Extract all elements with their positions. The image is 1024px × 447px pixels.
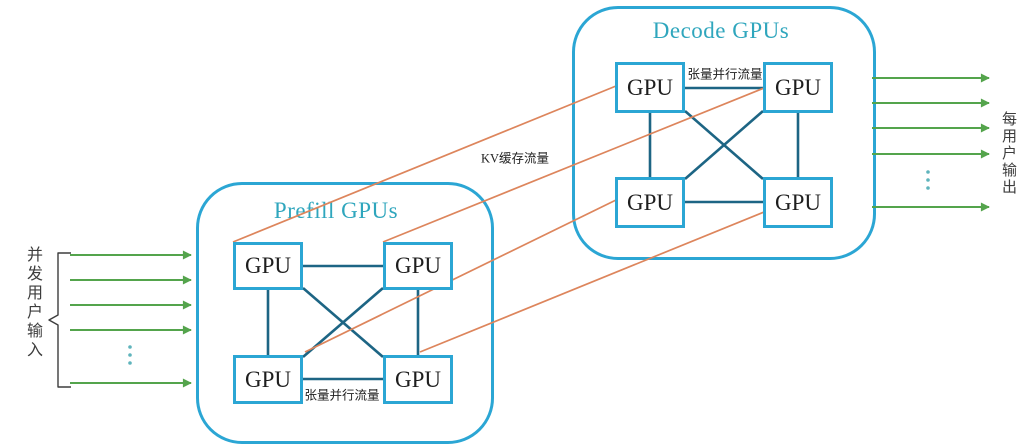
prefill-gpu-top-left: GPU [233, 242, 303, 290]
gpu-label: GPU [774, 189, 821, 215]
decode-cluster-container [572, 6, 876, 260]
gpu-label: GPU [774, 74, 821, 100]
prefill-cluster-title: Prefill GPUs [273, 198, 399, 223]
kv-cache-traffic-lines [232, 85, 765, 353]
gpu-label: GPU [394, 253, 441, 278]
decode-tensor-parallel-label: 张量并行流量 [687, 67, 763, 82]
input-arrows [70, 250, 192, 388]
input-ellipsis-dots [128, 345, 132, 365]
prefill-gpu-bottom-left: GPU [233, 355, 303, 404]
prefill-gpu-bottom-right: GPU [383, 355, 453, 404]
gpu-label: GPU [244, 366, 291, 392]
concurrent-user-input-label: 并发用户输入 [24, 246, 41, 360]
gpu-label: GPU [626, 74, 673, 100]
prefill-tensor-parallel-mesh [266, 264, 420, 381]
kv-cache-traffic-label: KV缓存流量 [480, 151, 550, 166]
gpu-label: GPU [394, 366, 441, 392]
per-user-output-label: 每用户输出 [1000, 111, 1016, 196]
decode-tensor-parallel-mesh [648, 86, 800, 204]
decode-gpu-top-right: GPU [763, 62, 833, 113]
input-brace [48, 252, 71, 388]
decode-gpu-bottom-right: GPU [763, 177, 833, 228]
decode-gpu-top-left: GPU [615, 62, 685, 113]
gpu-label: GPU [244, 253, 291, 278]
gpu-label: GPU [626, 189, 673, 215]
decode-gpu-bottom-left: GPU [615, 177, 685, 228]
output-arrows [872, 73, 990, 212]
prefill-cluster-container [196, 182, 494, 444]
prefill-gpu-top-right: GPU [383, 242, 453, 290]
decode-cluster-title: Decode GPUs [652, 18, 790, 43]
prefill-tensor-parallel-label: 张量并行流量 [304, 388, 380, 403]
output-ellipsis-dots [926, 170, 930, 190]
